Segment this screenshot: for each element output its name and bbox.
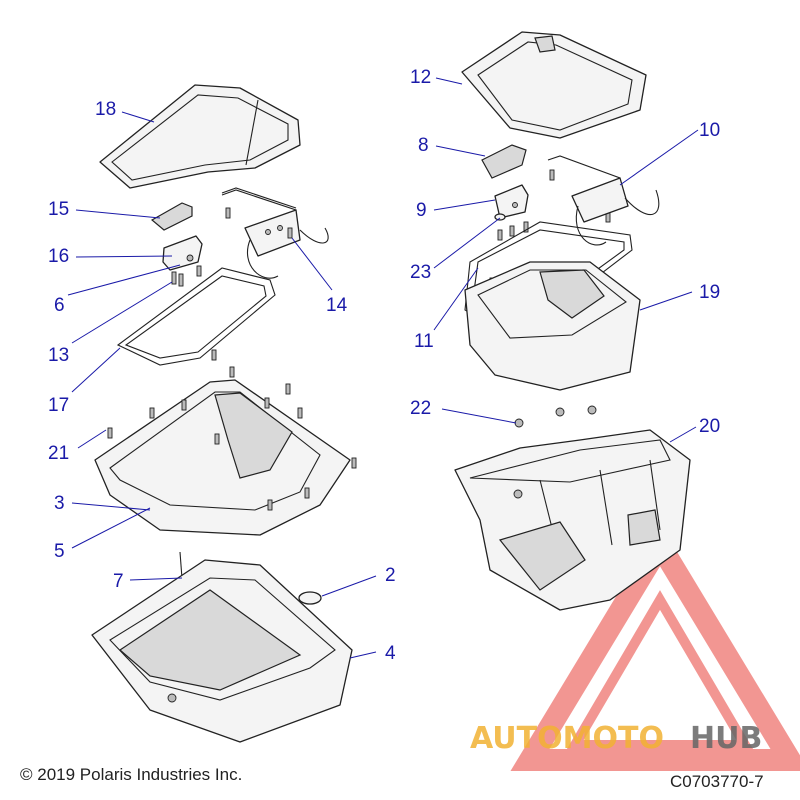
callout-5: 5	[54, 541, 65, 562]
part-17-seal-gasket	[116, 267, 276, 366]
part-20-base-mount	[454, 429, 691, 611]
watermark-brand-part2: HUB	[690, 721, 762, 756]
watermark-brand-part1: AUTOMOTO	[470, 721, 664, 756]
part-16-hinge-bracket	[162, 235, 203, 271]
callout-12: 12	[410, 67, 431, 88]
callout-19: 19	[699, 282, 720, 303]
part-12-lid-cover	[461, 31, 647, 139]
part-21-screws	[107, 366, 357, 511]
part-6-13-bolts	[171, 207, 231, 287]
callout-2: 2	[385, 565, 396, 586]
callout-22: 22	[410, 398, 431, 419]
callout-labels: 18 15 16 6 14 13 17 21 3 5 7 2 4 12 10 8…	[48, 67, 720, 664]
part-10-handle-frame	[547, 155, 660, 246]
part-2-plug	[298, 591, 322, 605]
drawing-number: C0703770-7	[670, 772, 764, 791]
part-4-lower-tub	[91, 559, 353, 743]
callout-20: 20	[699, 416, 720, 437]
leader-lines	[67, 77, 699, 659]
callout-18: 18	[95, 99, 116, 120]
callout-15: 15	[48, 199, 69, 220]
part-23-washer	[494, 213, 506, 221]
part-15-latch-handle	[150, 202, 193, 231]
part-9-hinge-bracket	[494, 184, 529, 219]
callout-6: 6	[54, 295, 65, 316]
part-8-latch-handle	[481, 144, 527, 179]
callout-17: 17	[48, 395, 69, 416]
part-3-upper-tray	[94, 366, 357, 536]
callout-13: 13	[48, 345, 69, 366]
callout-11: 11	[414, 331, 434, 352]
callout-16: 16	[48, 246, 69, 267]
part-18-lid-cover	[99, 84, 301, 189]
callout-21: 21	[48, 443, 69, 464]
part-14-handle-frame	[221, 187, 329, 279]
part-19-storage-bin	[464, 261, 641, 391]
callout-9: 9	[416, 200, 427, 221]
copyright-text: © 2019 Polaris Industries Inc.	[20, 765, 242, 784]
callout-7: 7	[113, 571, 124, 592]
callout-4: 4	[385, 643, 396, 664]
watermark-brand: AUTOMOTO HUB	[470, 721, 762, 756]
callout-23: 23	[410, 262, 431, 283]
callout-8: 8	[418, 135, 429, 156]
callout-10: 10	[699, 120, 720, 141]
callout-14: 14	[326, 295, 348, 316]
callout-3: 3	[54, 493, 65, 514]
watermark-logo	[510, 523, 800, 771]
